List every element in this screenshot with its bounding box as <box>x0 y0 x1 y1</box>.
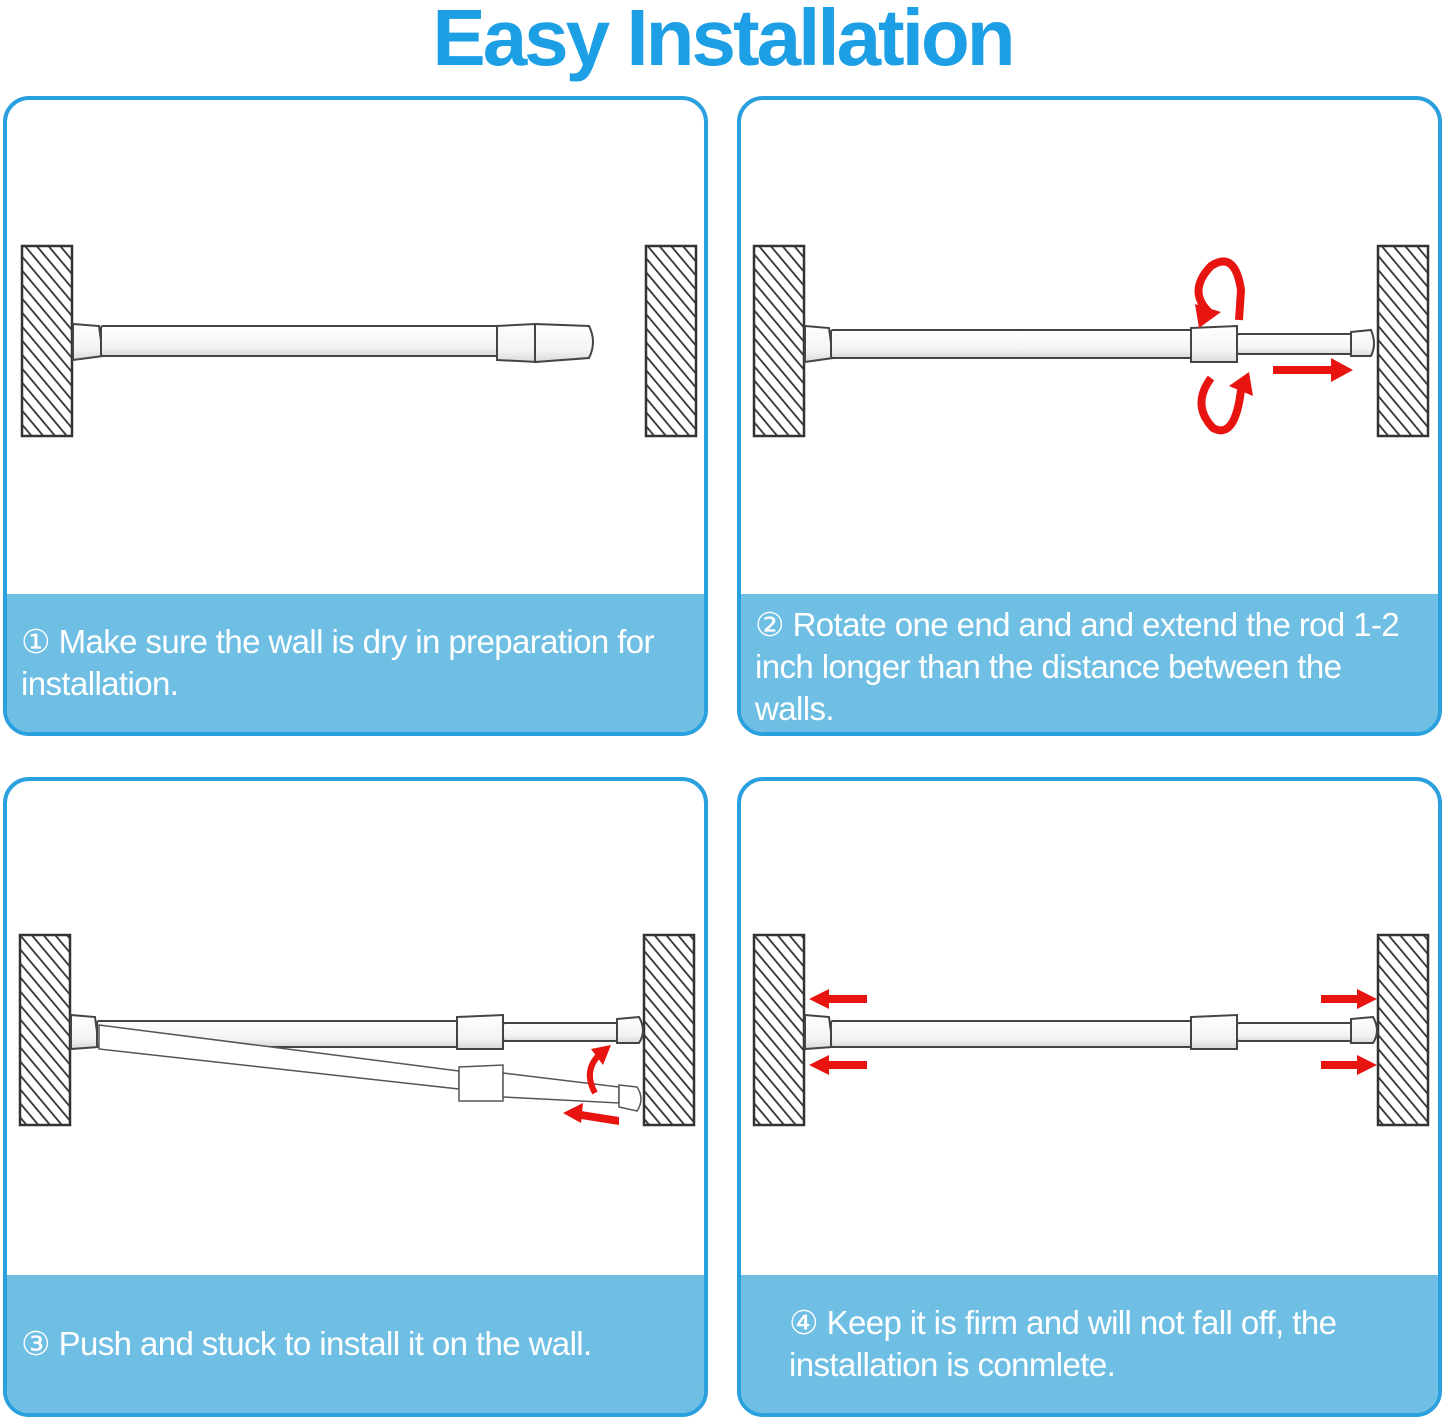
wall-icon <box>1376 244 1430 438</box>
step-3-text: Push and stuck to install it on the wall… <box>58 1325 593 1362</box>
wall-icon <box>644 244 698 438</box>
step-4-caption: ④ Keep it is firm and will not fall off,… <box>741 1275 1438 1413</box>
step-2-caption: ② Rotate one end and and extend the rod … <box>741 594 1438 732</box>
wall-icon <box>642 933 696 1127</box>
step-1-text: Make sure the wall is dry in preparation… <box>21 623 655 702</box>
step-3-illustration <box>18 933 696 1127</box>
push-arrow-icon <box>563 1103 619 1125</box>
push-arrow-icon <box>809 989 1377 1075</box>
step-2-panel: ② Rotate one end and and extend the rod … <box>737 96 1442 736</box>
tension-rod-icon <box>804 324 1375 364</box>
step-4-illustration <box>752 933 1430 1127</box>
wall-icon <box>1376 933 1430 1127</box>
rotate-arrow-icon <box>1194 257 1246 435</box>
tension-rod-icon <box>72 322 594 364</box>
step-1-number: ① <box>21 623 51 660</box>
step-2-number: ② <box>755 606 785 643</box>
tension-rod-icon <box>70 1013 644 1051</box>
push-arrow-icon <box>1273 358 1353 382</box>
wall-icon <box>20 244 74 438</box>
step-3-caption: ③ Push and stuck to install it on the wa… <box>7 1275 704 1413</box>
step-1-caption: ① Make sure the wall is dry in preparati… <box>7 594 704 732</box>
step-4-number: ④ <box>789 1304 819 1341</box>
step-4-panel: ④ Keep it is firm and will not fall off,… <box>737 777 1442 1417</box>
step-3-number: ③ <box>21 1325 51 1362</box>
page-title: Easy Installation <box>432 0 1015 82</box>
step-1-illustration <box>20 244 698 438</box>
tension-rod-icon <box>98 1024 642 1112</box>
step-2-text: Rotate one end and and extend the rod 1-… <box>755 606 1400 727</box>
step-1-panel: ① Make sure the wall is dry in preparati… <box>3 96 708 736</box>
wall-icon <box>752 933 806 1127</box>
tension-rod-icon <box>804 1013 1378 1051</box>
step-4-text: Keep it is firm and will not fall off, t… <box>789 1304 1337 1383</box>
rotate-arrow-icon <box>586 1052 602 1095</box>
wall-icon <box>18 933 72 1127</box>
step-2-illustration <box>752 244 1430 438</box>
step-3-panel: ③ Push and stuck to install it on the wa… <box>3 777 708 1417</box>
wall-icon <box>752 244 806 438</box>
